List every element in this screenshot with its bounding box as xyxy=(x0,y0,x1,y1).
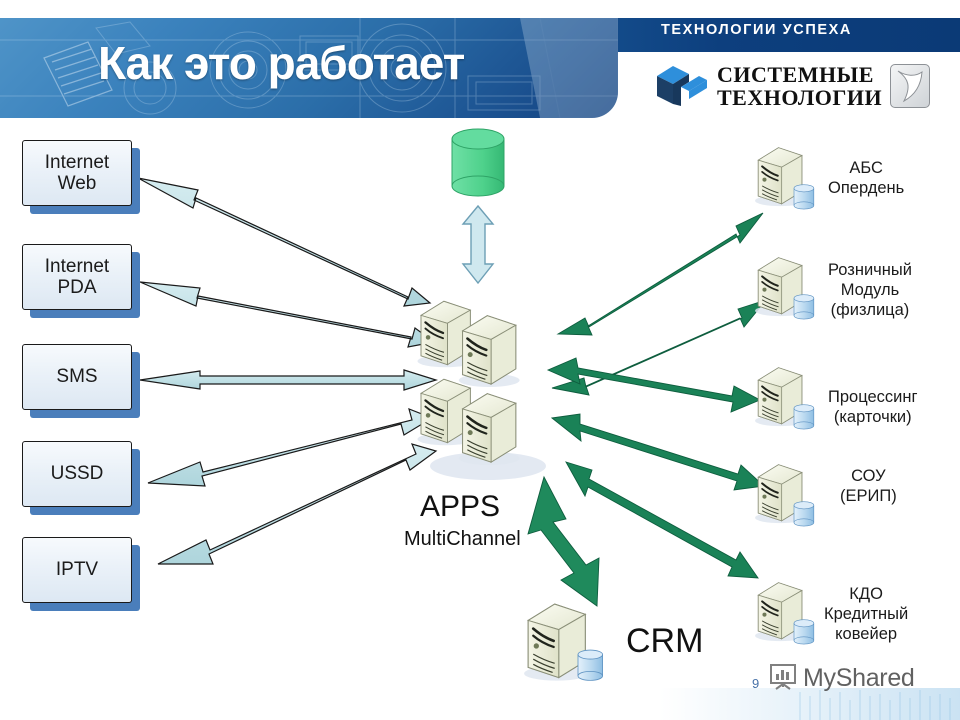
slide-header: Как это работает ТЕХНОЛОГИИ УСПЕХА СИСТЕ… xyxy=(0,18,960,118)
channel-label: IPTV xyxy=(55,559,99,581)
myshared-watermark-text: MyShared xyxy=(803,664,915,692)
arrow-internet-web-to-apps xyxy=(137,177,432,307)
backend-server-sou-erip xyxy=(754,463,815,527)
backend-server-abs-operden xyxy=(754,146,815,210)
arrow-ussd-to-apps xyxy=(147,408,434,487)
backend-server-processing xyxy=(754,366,815,430)
page-number: 9 xyxy=(752,676,760,691)
page-title: Как это работает xyxy=(98,37,465,89)
company-logo: СИСТЕМНЫЕ ТЕХНОЛОГИИ xyxy=(655,61,931,110)
backend-label-kdo-credit: КДО Кредитный ковейер xyxy=(824,585,909,644)
arrow-apps-to-processing xyxy=(546,357,762,413)
channel-box-iptv[interactable]: IPTV xyxy=(22,537,132,603)
company-logo-text: СИСТЕМНЫЕ ТЕХНОЛОГИИ xyxy=(717,61,883,110)
backend-label-processing: Процессинг (карточки) xyxy=(828,388,918,427)
green-database-cylinder-icon xyxy=(451,128,505,197)
backend-server-roznichny-modul xyxy=(754,256,815,320)
channel-box-ussd[interactable]: USSD xyxy=(22,441,132,507)
cube-logo-icon xyxy=(655,62,709,110)
channel-box-sms[interactable]: SMS xyxy=(22,344,132,410)
blueprint-technology-pattern-icon xyxy=(0,18,618,118)
header-tagline: ТЕХНОЛОГИИ УСПЕХА xyxy=(660,22,852,38)
channel-label: SMS xyxy=(56,366,98,388)
arrow-apps-to-crm xyxy=(527,475,600,607)
arrow-apps-to-roznichny-modul xyxy=(551,299,768,396)
backend-label-sou-erip: СОУ (ЕРИП) xyxy=(840,467,897,506)
company-logo-line-1: СИСТЕМНЫЕ xyxy=(717,61,874,87)
crm-title: CRM xyxy=(626,622,704,660)
arrow-apps-to-abs-operden xyxy=(556,212,764,336)
myshared-chart-icon xyxy=(768,662,798,695)
arrow-sms-to-apps xyxy=(139,369,439,391)
stylized-x-badge-icon xyxy=(890,64,931,108)
apps-title: APPS xyxy=(420,490,501,523)
server-with-database-icon xyxy=(522,602,604,682)
company-logo-line-2: ТЕХНОЛОГИИ xyxy=(717,84,883,110)
arrow-internet-pda-to-apps xyxy=(139,281,436,348)
apps-subtitle: MultiChannel xyxy=(404,528,521,550)
backend-label-abs-operden: АБС Опердень xyxy=(828,159,905,198)
backend-server-kdo-credit xyxy=(754,581,815,645)
backend-label-roznichny-modul: Розничный Модуль (физлица) xyxy=(828,261,912,320)
arrow-apps-to-sou-erip xyxy=(550,413,766,491)
arrow-apps-to-database xyxy=(461,204,495,285)
footer-gradient-decor xyxy=(660,688,960,720)
server-stack-icon xyxy=(416,300,546,480)
channel-label: USSD xyxy=(50,463,104,485)
myshared-watermark: MyShared xyxy=(768,662,915,695)
arrow-apps-to-kdo-credit xyxy=(565,461,759,579)
arrow-iptv-to-apps xyxy=(157,443,438,565)
header-title-band xyxy=(0,18,618,118)
